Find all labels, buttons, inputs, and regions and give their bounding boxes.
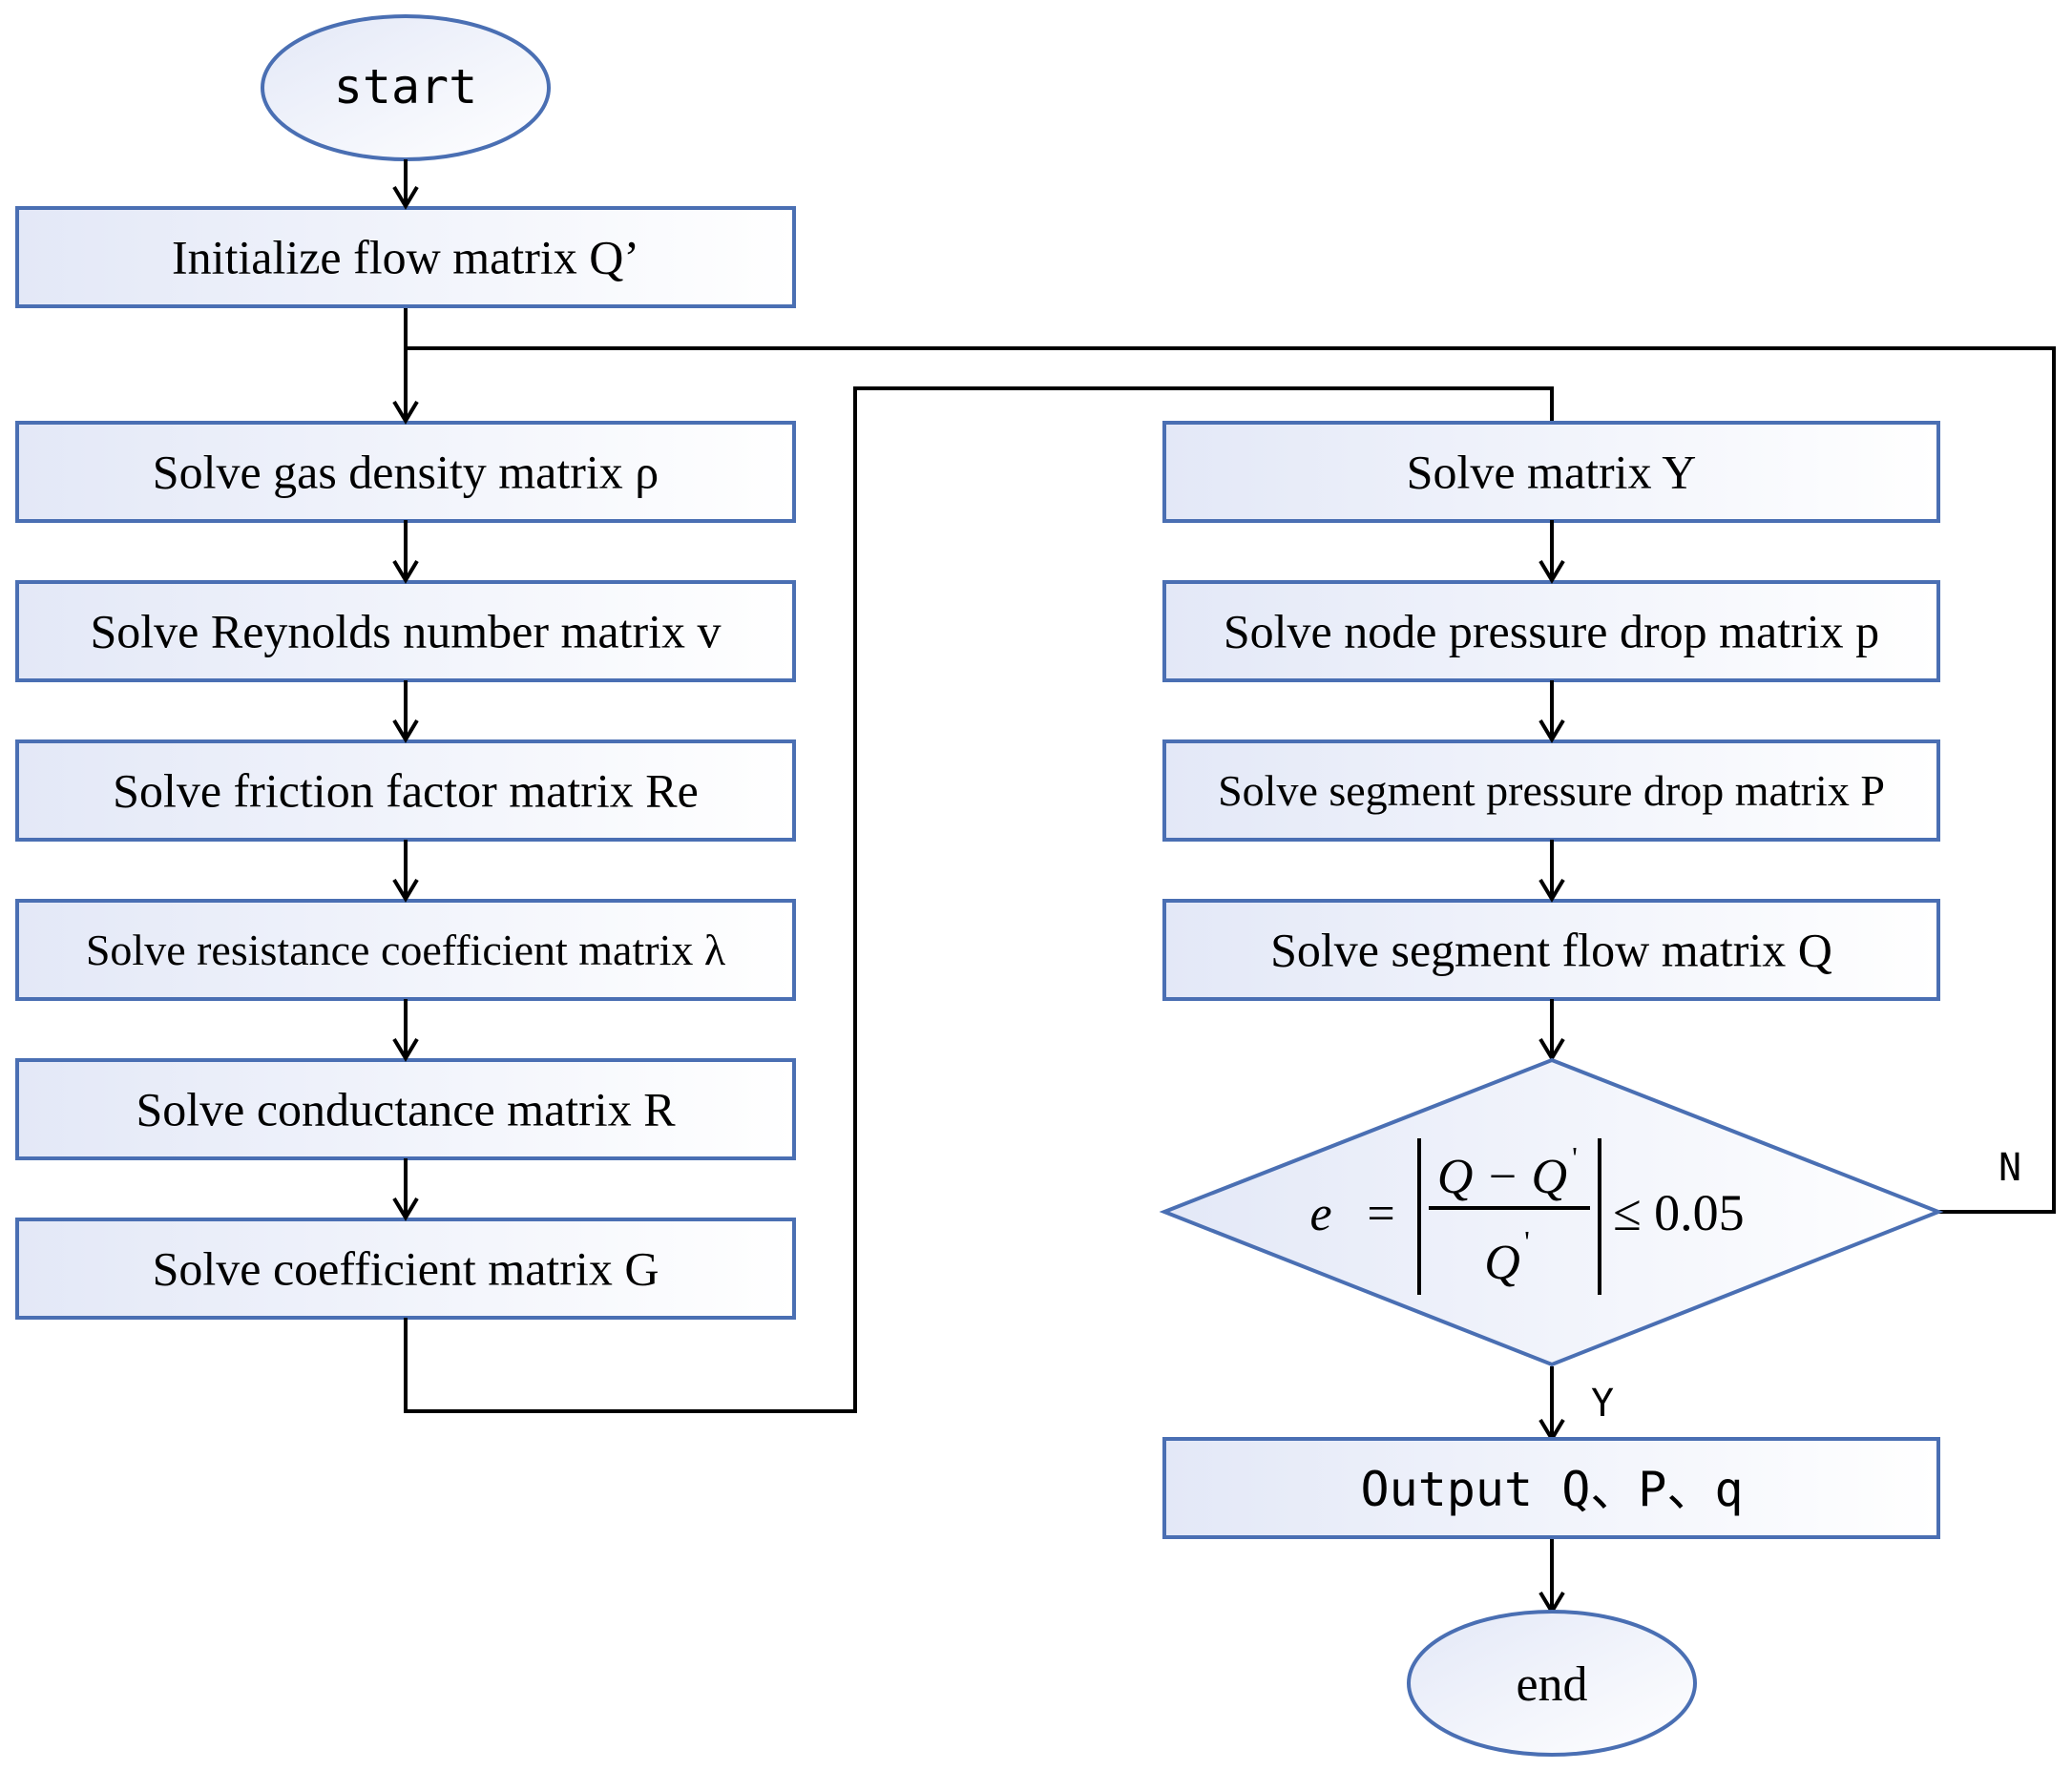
step-right-3: Solve segment pressure drop matrix P <box>1162 739 1940 842</box>
step-left-4-label: Solve friction factor matrix Re <box>113 764 699 818</box>
decision-numerator: Q − Q <box>1437 1150 1567 1204</box>
step-left-7: Solve coefficient matrix G <box>15 1218 796 1320</box>
step-left-7-label: Solve coefficient matrix G <box>153 1242 659 1296</box>
step-left-1-frame <box>15 206 796 308</box>
decision-denominator: Q <box>1484 1236 1520 1290</box>
step-right-4: Solve segment flow matrix Q <box>1162 899 1940 1001</box>
decision-node: e = Q − Q ' Q ' ≤ 0.05 <box>1159 1057 1944 1367</box>
loop-decision-no-to-density <box>406 346 2056 1214</box>
no-label: N <box>1999 1146 2021 1190</box>
step-left-6: Solve conductance matrix R <box>15 1058 796 1160</box>
step-left-2-label: Solve gas density matrix ρ <box>153 446 659 499</box>
step-right-1-label: Solve matrix Y <box>1407 446 1697 499</box>
end-label: end <box>1516 1657 1587 1712</box>
decision-denominator-prime: ' <box>1524 1224 1530 1259</box>
step-left-4: Solve friction factor matrix Re <box>15 739 796 842</box>
step-left-3: Solve Reynolds number matrix v <box>15 580 796 682</box>
step-left-2: Solve gas density matrix ρ <box>15 421 796 523</box>
yes-label: Y <box>1591 1382 1614 1426</box>
step-right-4-frame <box>1162 899 1940 1001</box>
left-column: Initialize flow matrix Q’ Solve gas densi… <box>15 206 796 1320</box>
step-left-1: Initialize flow matrix Q’ <box>15 206 796 308</box>
start-node: start <box>261 14 551 161</box>
connectors <box>392 159 2056 1615</box>
step-right-4-label: Solve segment flow matrix Q <box>1270 924 1832 977</box>
output-label: Output Q、P、q <box>1360 1462 1743 1517</box>
step-left-5: Solve resistance coefficient matrix λ <box>15 899 796 1001</box>
step-right-2-label: Solve node pressure drop matrix p <box>1224 605 1879 658</box>
decision-equals: = <box>1367 1187 1394 1241</box>
decision-lhs: e <box>1309 1187 1331 1241</box>
step-left-6-label: Solve conductance matrix R <box>136 1083 676 1136</box>
link-coefficient-to-matrix-y <box>404 386 1554 1413</box>
right-column: Solve matrix Y Solve node pressure drop m… <box>1162 421 1940 1001</box>
step-left-5-label: Solve resistance coefficient matrix λ <box>86 926 726 974</box>
step-right-3-frame <box>1162 739 1940 842</box>
step-right-1-frame <box>1162 421 1940 523</box>
step-right-2-frame <box>1162 580 1940 682</box>
step-left-7-frame <box>15 1218 796 1320</box>
end-node: end <box>1407 1610 1697 1757</box>
step-right-1: Solve matrix Y <box>1162 421 1940 523</box>
output-node: Output Q、P、q <box>1162 1437 1940 1539</box>
decision-relation: ≤ 0.05 <box>1613 1184 1745 1241</box>
step-right-3-label: Solve segment pressure drop matrix P <box>1218 766 1885 815</box>
step-right-2: Solve node pressure drop matrix p <box>1162 580 1940 682</box>
decision-numerator-prime: ' <box>1572 1140 1578 1175</box>
step-left-2-frame <box>15 421 796 523</box>
step-left-1-label: Initialize flow matrix Q’ <box>172 231 639 284</box>
step-left-3-label: Solve Reynolds number matrix v <box>90 605 721 658</box>
start-label: start <box>334 59 478 115</box>
step-left-6-frame <box>15 1058 796 1160</box>
